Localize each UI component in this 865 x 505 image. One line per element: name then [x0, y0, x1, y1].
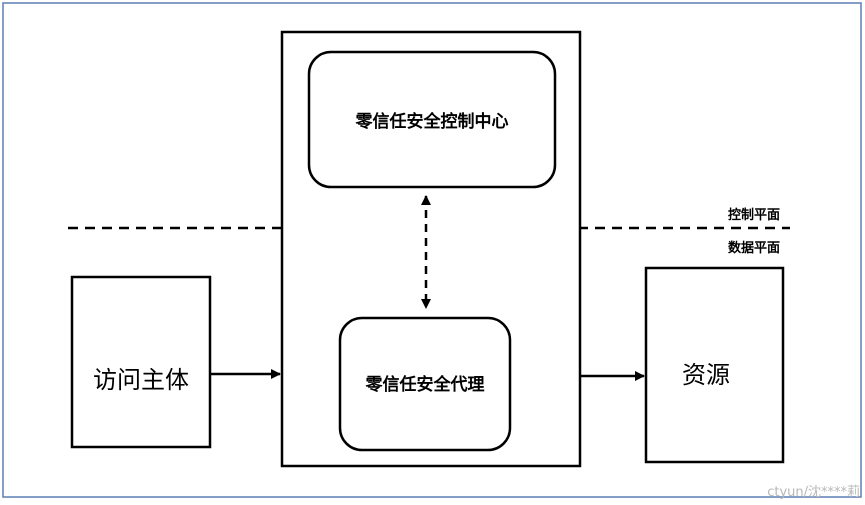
control-plane-label: 控制平面 — [728, 207, 780, 223]
access-subject-box — [70, 275, 212, 449]
proxy-label: 零信任安全代理 — [365, 374, 485, 395]
watermark-text: ctyun/沈****莉 — [767, 485, 860, 500]
access-subject-label: 访问主体 — [93, 366, 189, 394]
resource-box — [644, 266, 785, 464]
resource-label: 资源 — [682, 361, 730, 389]
data-plane-label: 数据平面 — [728, 240, 780, 256]
control-center-box — [307, 50, 557, 189]
control-center-label: 零信任安全控制中心 — [355, 111, 509, 132]
proxy-box — [338, 316, 512, 452]
